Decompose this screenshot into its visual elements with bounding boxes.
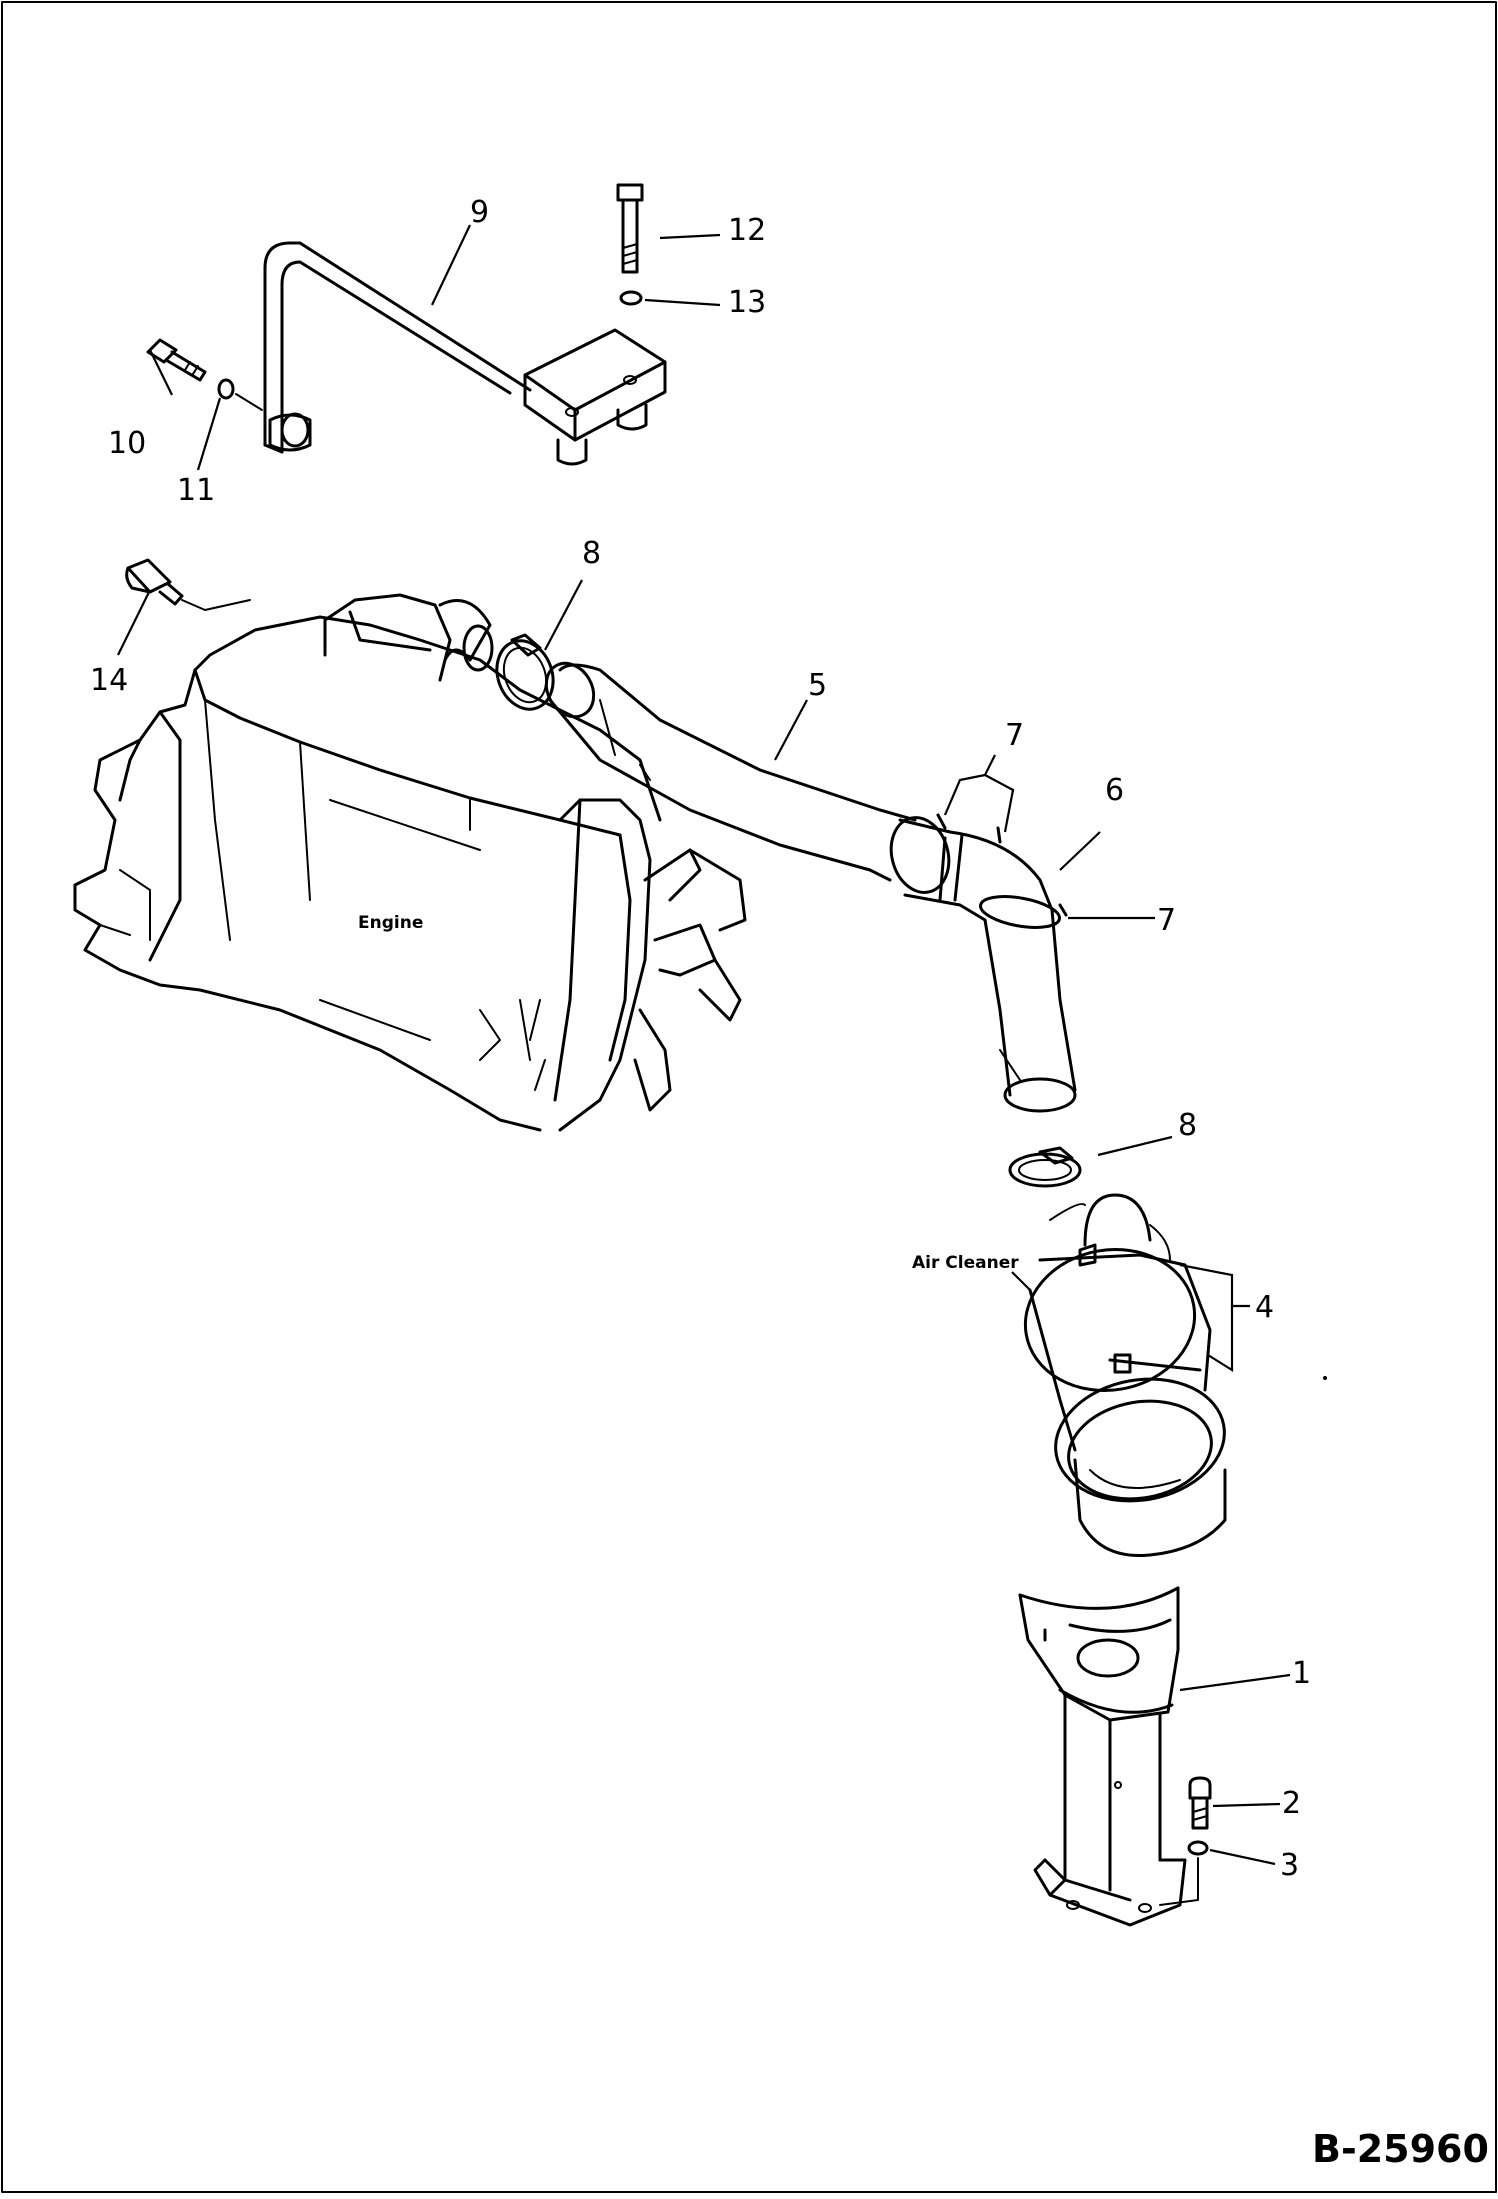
- mark-dot: [1323, 1376, 1327, 1380]
- callout-7-upper: 7: [1005, 718, 1024, 753]
- bolt-part-2: [1188, 1776, 1212, 1830]
- callout-10: 10: [108, 426, 146, 461]
- callout-8-upper: 8: [582, 536, 601, 571]
- callout-8-lower: 8: [1178, 1108, 1197, 1143]
- elbow-part-6: [889, 816, 1077, 1113]
- callout-numbers: 9 12 13 10 11 14 8 5 7 6 7 8 4 1 2 3: [90, 195, 1311, 1883]
- clamp-part-7-lower: [1058, 903, 1068, 917]
- assembly-line-2-3: [1159, 1857, 1199, 1906]
- hose-clamp-part-8-upper: [495, 633, 555, 711]
- clamp-band-part-4: [1023, 1243, 1227, 1558]
- callout-14: 14: [90, 663, 128, 698]
- clamp-part-7-upper: [936, 813, 1002, 844]
- callout-1: 1: [1292, 1656, 1311, 1691]
- callout-6: 6: [1105, 773, 1124, 808]
- leader-lines: [117, 224, 1291, 1866]
- washer-part-11: [217, 378, 235, 400]
- callout-11: 11: [177, 473, 215, 508]
- drawing-code: B-25960: [1312, 2127, 1489, 2171]
- washer-part-13: [619, 290, 643, 306]
- hose-clamp-part-8-lower: [1008, 1146, 1082, 1188]
- engine-label: Engine: [358, 913, 423, 933]
- air-hose-part-5: [544, 661, 917, 882]
- sensor-part-14: [125, 558, 251, 611]
- washer-part-3: [1187, 1840, 1209, 1856]
- callout-3: 3: [1280, 1848, 1299, 1883]
- callout-12: 12: [728, 213, 766, 248]
- callout-13: 13: [728, 285, 766, 320]
- engine-block: [73, 593, 747, 1132]
- callout-7-lower: 7: [1157, 903, 1176, 938]
- bracket-bar-part-9: [263, 241, 667, 466]
- assembly-line-10-11: [235, 393, 263, 411]
- cleaner-bracket-part-1: [1018, 1586, 1187, 1927]
- callout-2: 2: [1282, 1786, 1301, 1821]
- air-cleaner-outlet: [1049, 1193, 1171, 1261]
- callout-9: 9: [470, 195, 489, 230]
- bolt-part-10: [146, 338, 207, 382]
- callout-5: 5: [808, 668, 827, 703]
- bolt-part-12: [616, 183, 644, 274]
- callout-4: 4: [1255, 1290, 1274, 1325]
- air-cleaner-label: Air Cleaner: [912, 1253, 1019, 1273]
